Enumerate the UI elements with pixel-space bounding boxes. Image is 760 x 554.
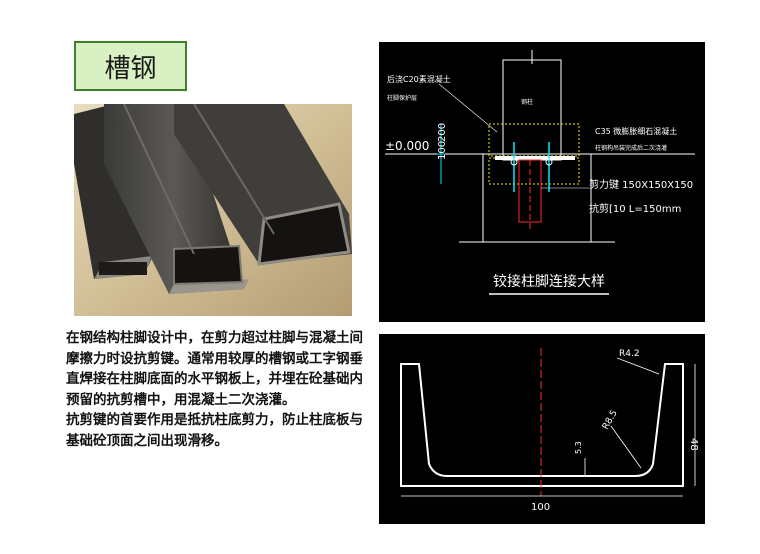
description-paragraph-1: 在钢结构柱脚设计中，在剪力超过柱脚与混凝土间摩擦力时设抗剪键。通常用较厚的槽钢或… (66, 330, 363, 408)
drawing-caption: 铰接柱脚连接大样 (493, 273, 605, 290)
shear-key-label: 剪力键 150X150X150 (589, 178, 693, 191)
elevation-label: ±0.000 (385, 139, 429, 153)
c35-sub-label: 柱钢构吊装完成后二次浇灌 (595, 144, 667, 152)
c35-label: C35 微膨胀细石混凝土 (595, 126, 677, 136)
c20-label: 后浇C20素混凝土 (387, 74, 451, 84)
column-base-detail-drawing: 100 200 ±0.000 后浇C20素混凝土 柱脚保护层 钢柱 C35 微膨… (379, 42, 705, 322)
channel-steel-photo (74, 104, 352, 316)
page-title: 槽钢 (104, 53, 157, 84)
dim-200-label: 200 (437, 123, 448, 142)
column-label: 钢柱 (521, 98, 533, 106)
description-text: 在钢结构柱脚设计中，在剪力超过柱脚与混凝土间摩擦力时设抗剪键。通常用较厚的槽钢或… (66, 328, 366, 451)
dim-100-label: 100 (531, 502, 550, 513)
c20-sub-label: 柱脚保护层 (387, 94, 417, 102)
title-box: 槽钢 (74, 41, 187, 91)
dim-48-label: 48 (688, 438, 699, 451)
channel-label: 抗剪[10 L=150mm (589, 202, 681, 215)
r42-label: R4.2 (619, 349, 640, 359)
description-paragraph-2: 抗剪键的首要作用是抵抗柱底剪力，防止柱底板与基础砼顶面之间出现滑移。 (66, 412, 363, 449)
channel-section-drawing: 48 100 5.3 R4.2 R8.5 (379, 334, 705, 524)
dim-100-label: 100 (437, 141, 448, 160)
dim-53-label: 5.3 (574, 441, 583, 454)
